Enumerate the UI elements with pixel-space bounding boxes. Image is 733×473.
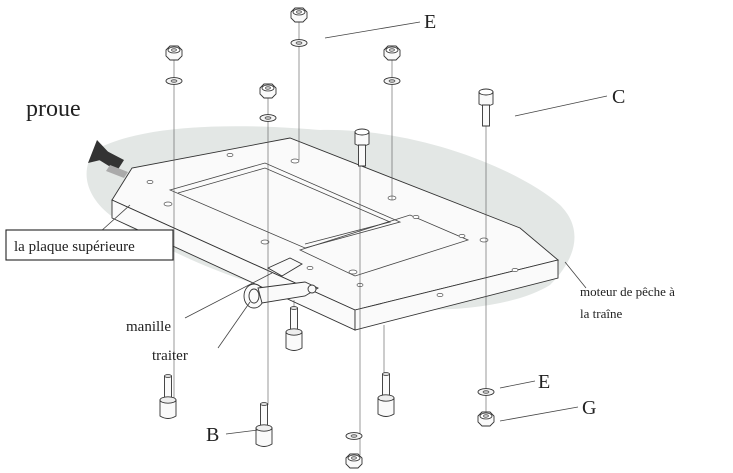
- label-c: C: [612, 86, 625, 108]
- label-g: G: [582, 397, 596, 419]
- hex-nut-icon: [259, 83, 277, 99]
- label-top-plate: la plaque supérieure: [14, 239, 135, 255]
- hex-nut-icon: [477, 411, 495, 427]
- washer-icon: [259, 114, 277, 122]
- label-e-top: E: [424, 11, 436, 33]
- top-plate-label-box: [5, 229, 174, 261]
- plate-holes: [146, 153, 519, 297]
- hex-nut-icon: [165, 45, 183, 61]
- washer-icon: [383, 77, 401, 85]
- label-motor-line1: moteur de pêche à: [580, 284, 675, 299]
- leader-lines: [99, 21, 608, 435]
- shackle-assembly: [243, 257, 319, 309]
- label-shackle: manille: [126, 319, 171, 335]
- hex-nut-icon: [383, 45, 401, 61]
- arrow-up-left-icon: [88, 140, 128, 178]
- label-bow: proue: [26, 96, 81, 122]
- label-motor-line2: la traîne: [580, 306, 622, 321]
- socket-bolt-icon: [159, 374, 177, 419]
- socket-bolt-icon: [377, 372, 395, 417]
- label-b: B: [206, 424, 219, 446]
- socket-bolt-icon: [285, 306, 303, 351]
- socket-bolt-icon: [478, 88, 494, 127]
- alignment-lines: [173, 14, 487, 455]
- washer-icon: [345, 432, 363, 440]
- label-e-bottom: E: [538, 371, 550, 393]
- label-tether: traiter: [152, 348, 188, 364]
- hex-nut-icon: [345, 453, 363, 469]
- socket-bolt-icon: [255, 402, 273, 447]
- washer-icon: [165, 77, 183, 85]
- washer-icon: [290, 39, 308, 47]
- hex-nut-icon: [290, 7, 308, 23]
- washer-icon: [477, 388, 495, 396]
